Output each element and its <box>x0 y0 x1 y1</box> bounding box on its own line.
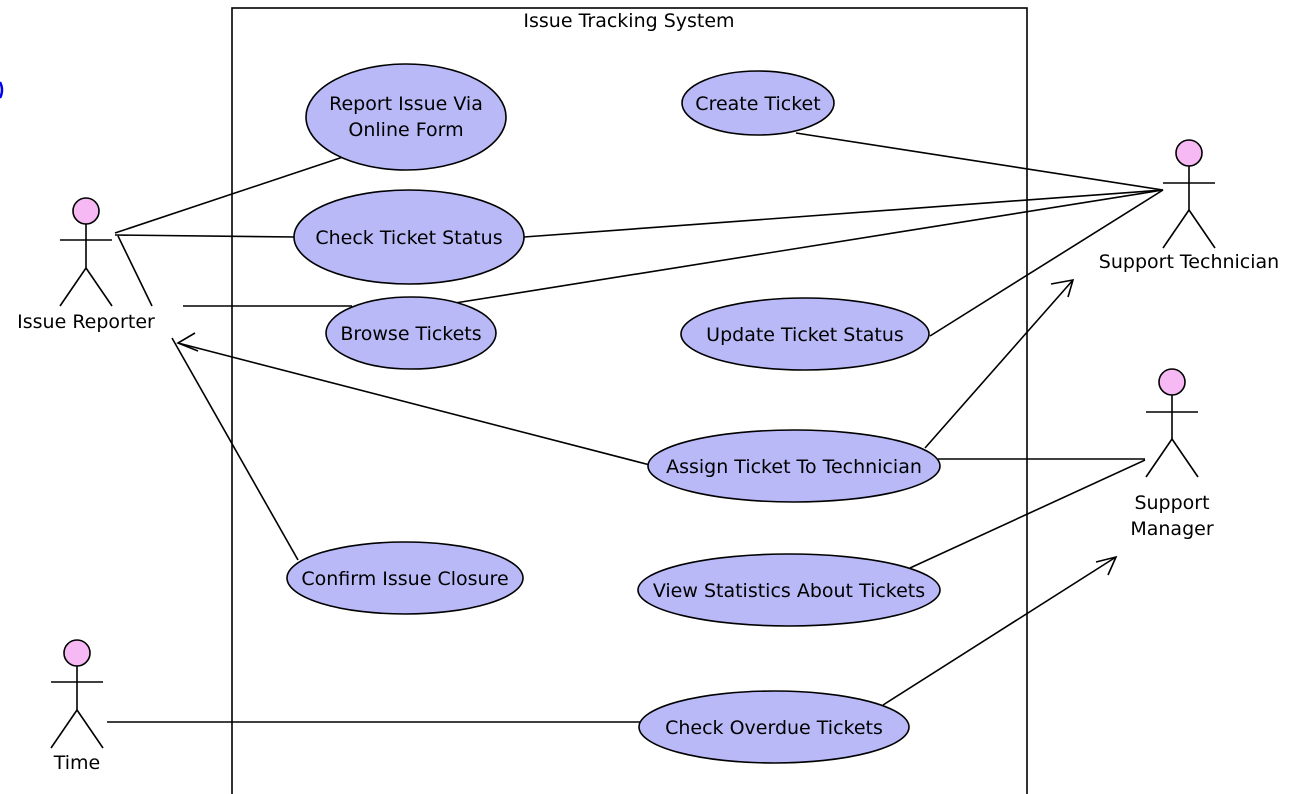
actor-issue-reporter[interactable]: Issue Reporter <box>17 197 155 333</box>
use-case-report-issue[interactable]: Report Issue Via Online Form <box>305 63 507 171</box>
assoc-reporter-report-issue <box>114 156 344 234</box>
assoc-overdue-manager <box>882 556 1117 706</box>
use-case-check-overdue-tickets[interactable]: Check Overdue Tickets <box>638 690 910 764</box>
actor-time[interactable]: Time <box>50 639 104 774</box>
actor-support-manager[interactable]: Support Manager <box>1130 368 1214 540</box>
actor-label: Issue Reporter <box>17 311 155 333</box>
use-case-label: Update Ticket Status <box>706 324 904 346</box>
link-fragment <box>0 81 4 99</box>
use-case-label: Check Ticket Status <box>315 227 502 249</box>
arrowhead-manager <box>1095 555 1118 576</box>
assoc-assign-technician <box>924 279 1074 449</box>
assoc-assign-reporter <box>177 342 651 466</box>
actor-label: Support Technician <box>1099 251 1279 273</box>
actor-head-icon <box>72 197 100 225</box>
use-case-confirm-issue-closure[interactable]: Confirm Issue Closure <box>286 541 524 615</box>
assoc-browse-technician <box>454 189 1164 304</box>
actor-label: Support <box>1134 492 1209 514</box>
actor-support-technician[interactable]: Support Technician <box>1099 139 1279 273</box>
assoc-statistics-manager <box>909 459 1146 569</box>
actor-head-icon <box>1158 368 1186 396</box>
associations <box>107 132 1164 723</box>
assoc-reporter-confirm-closure <box>171 337 299 561</box>
assoc-check-status-technician <box>523 189 1164 238</box>
use-case-label: Assign Ticket To Technician <box>666 456 922 478</box>
assoc-reporter-check-status <box>114 234 297 238</box>
use-case-check-ticket-status[interactable]: Check Ticket Status <box>293 189 525 285</box>
use-case-assign-ticket[interactable]: Assign Ticket To Technician <box>647 429 941 503</box>
use-case-label: Create Ticket <box>695 93 820 115</box>
use-case-label: Confirm Issue Closure <box>301 568 508 590</box>
use-case-label: View Statistics About Tickets <box>653 580 925 602</box>
use-case-label: Browse Tickets <box>340 323 481 345</box>
assoc-update-technician <box>929 189 1164 337</box>
use-case-label: Report Issue Via <box>329 93 483 115</box>
arrowheads <box>176 278 1118 576</box>
system-title: Issue Tracking System <box>523 10 734 32</box>
arrowhead-technician <box>1050 278 1075 298</box>
arrowhead-reporter <box>176 332 199 352</box>
use-case-browse-tickets[interactable]: Browse Tickets <box>325 296 497 370</box>
assoc-create-technician <box>795 132 1164 191</box>
actor-head-icon <box>63 639 91 667</box>
assoc-reporter-body <box>117 235 153 307</box>
actor-head-icon <box>1175 139 1203 167</box>
actor-label: Time <box>53 752 101 774</box>
use-case-label: Check Overdue Tickets <box>665 717 883 739</box>
use-case-create-ticket[interactable]: Create Ticket <box>681 70 835 136</box>
actor-label: Manager <box>1130 518 1213 540</box>
use-case-update-ticket-status[interactable]: Update Ticket Status <box>680 297 930 371</box>
use-case-view-statistics[interactable]: View Statistics About Tickets <box>637 553 941 627</box>
system-boundary <box>231 7 1028 794</box>
use-case-label: Online Form <box>348 119 463 141</box>
